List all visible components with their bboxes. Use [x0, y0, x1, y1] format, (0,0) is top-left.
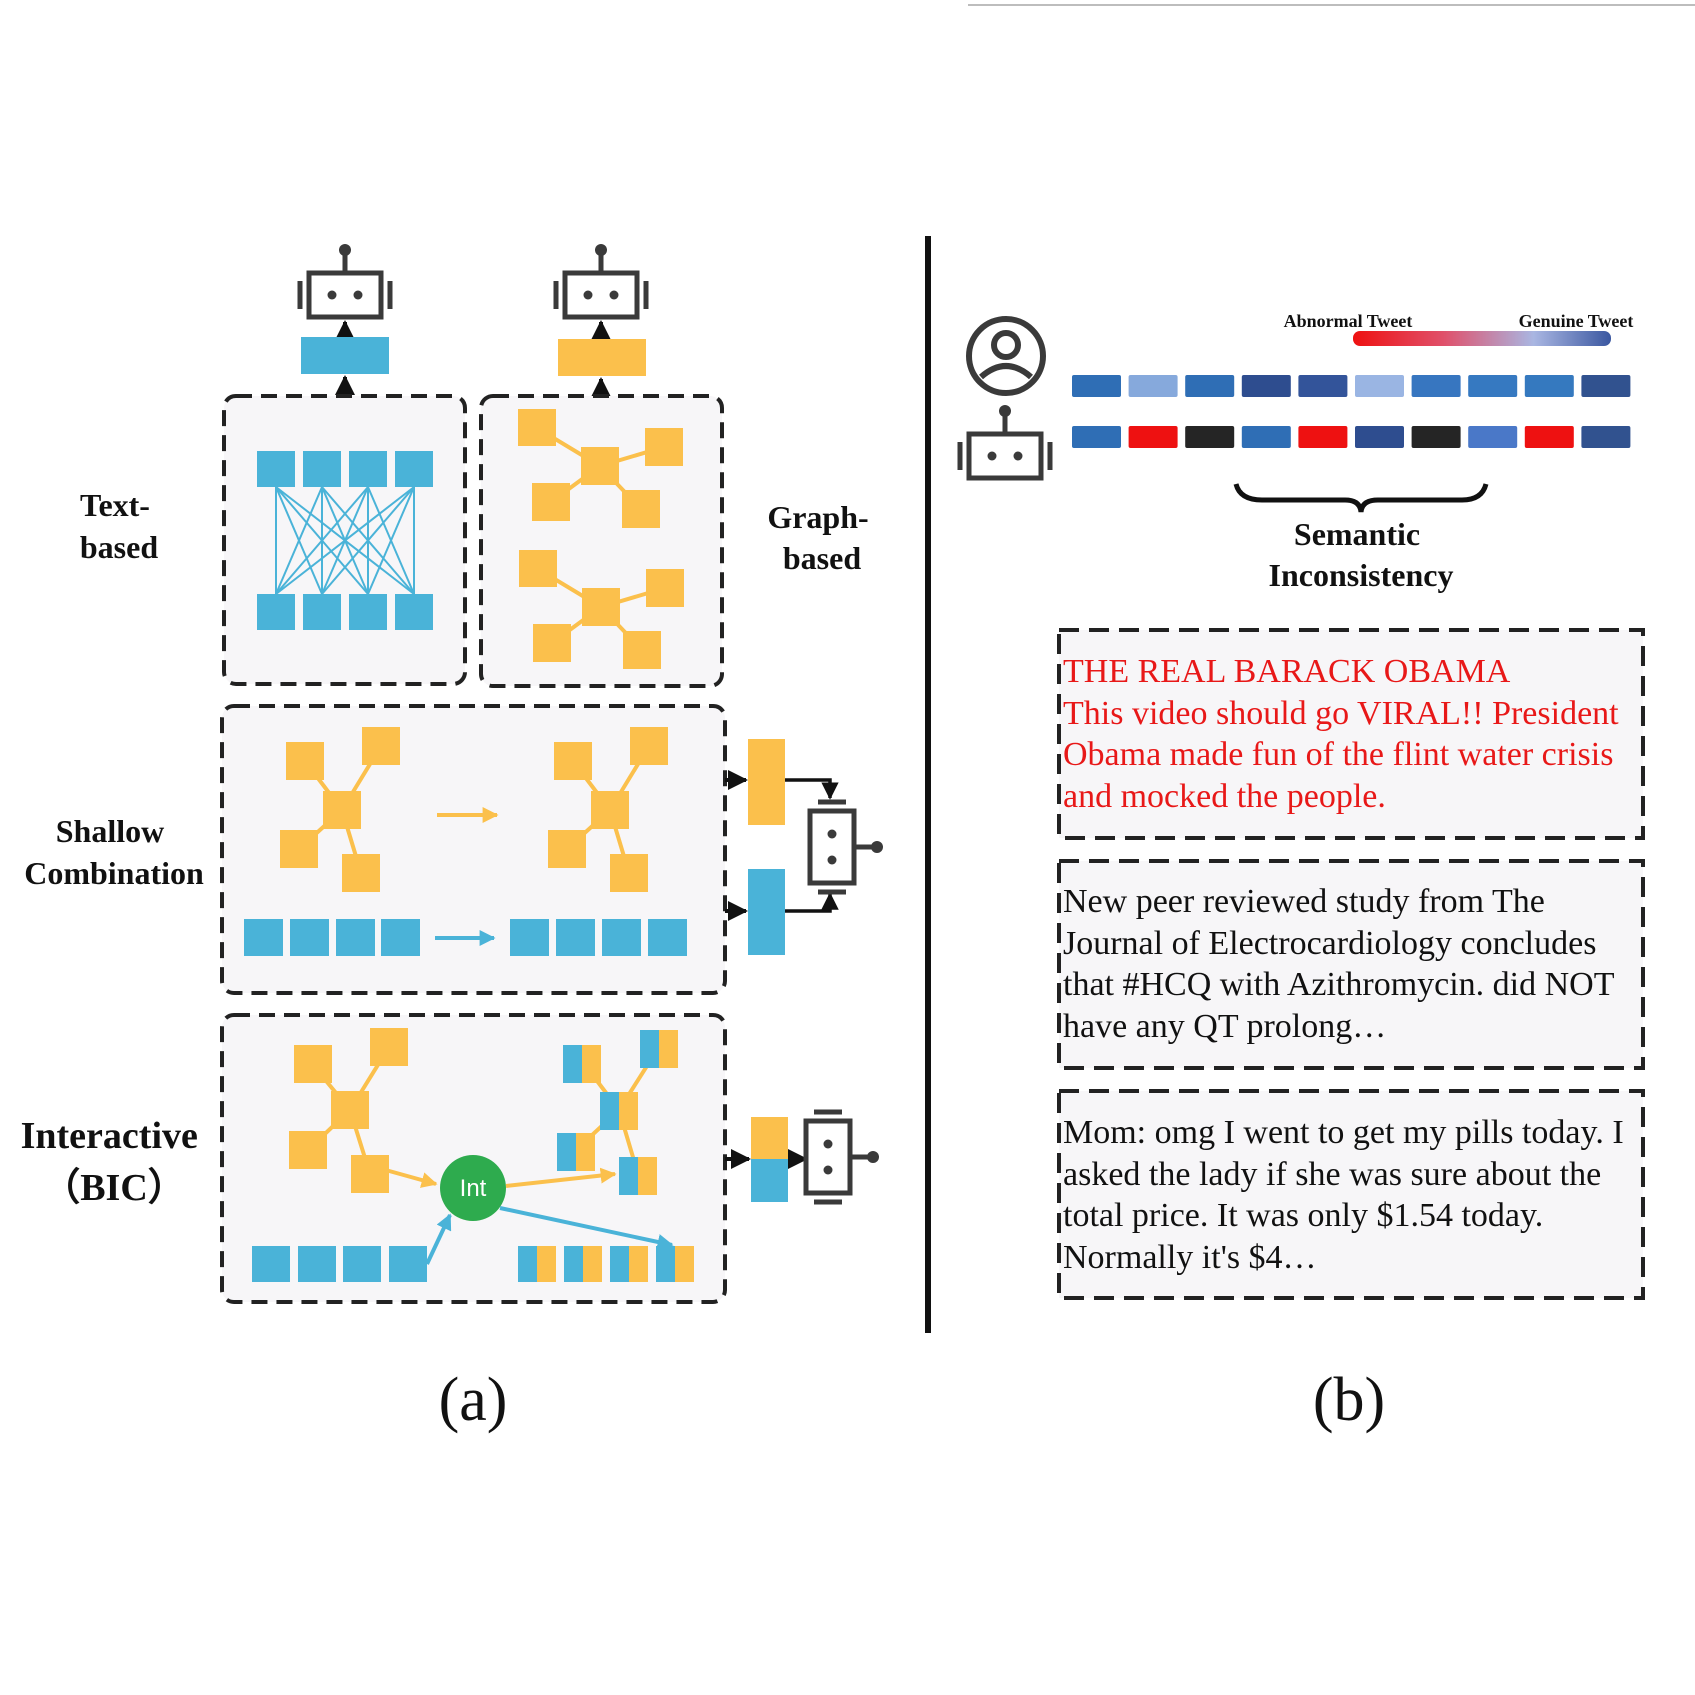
graph-to-int-arrow [381, 1167, 438, 1188]
shallow-combination-label: Shallow Combination [24, 813, 204, 891]
tweet-cell [1298, 375, 1348, 397]
text-token [349, 451, 387, 487]
graph-robot-icon [556, 244, 646, 317]
text-token [395, 594, 433, 630]
user-icon [966, 316, 1046, 396]
encoder-edge [367, 486, 415, 595]
tweet-3-text: Mom: omg I went to get my pills today. I… [1063, 1114, 1632, 1276]
tweet-cell [1355, 375, 1404, 397]
encoder-edge [275, 486, 415, 595]
tweet-cell [1411, 375, 1461, 397]
semantic-inconsistency-label: Semantic Inconsistency [1269, 516, 1454, 593]
tweet-box-3 [1057, 1089, 1645, 1300]
panel-b: Abnormal Tweet Genuine Tweet Semantic In… [960, 311, 1645, 1434]
text-token [349, 594, 387, 630]
tweet-cell [1581, 426, 1631, 448]
tweet-cell [1355, 426, 1404, 448]
text-to-int-arrow [425, 1213, 452, 1265]
tweet-cell [1241, 375, 1291, 397]
shallow-graph-left-nodes [280, 727, 400, 892]
shallow-concat-line-top [785, 778, 839, 800]
tweet-cell [1524, 426, 1574, 448]
genuine-tweet-label: Genuine Tweet [1519, 311, 1634, 331]
tweet-box-2 [1057, 859, 1645, 1070]
tweet-1-text: THE REAL BARACK OBAMA This video should … [1063, 653, 1627, 815]
graph-structure-1-nodes [518, 409, 683, 528]
int-to-text-arrow [499, 1206, 674, 1250]
interactive-graph-embedding [751, 1117, 788, 1159]
text-input-tokens [257, 451, 433, 487]
tweet-cell [1072, 426, 1121, 448]
int-node-label: Int [460, 1175, 487, 1202]
shallow-graph-embedding [748, 739, 785, 825]
shallow-text-embedding [748, 869, 785, 955]
interactive-graph-right-nodes [557, 1030, 678, 1195]
interactive-robot-icon [806, 1112, 879, 1202]
caption-a: (a) [439, 1366, 508, 1434]
tweet-cell [1411, 426, 1461, 448]
graph-based-box [479, 394, 724, 688]
caption-b: (b) [1313, 1366, 1385, 1434]
graph-structure-2-nodes [519, 550, 684, 669]
tweet-cell [1581, 375, 1631, 397]
interactive-graph-left-nodes [289, 1028, 408, 1193]
interactive-text-embedding [751, 1159, 788, 1202]
tweet-2-text: New peer reviewed study from The Journal… [1063, 883, 1622, 1045]
panel-a: Text- based Graph- based [21, 244, 883, 1434]
text-token [257, 594, 295, 630]
text-token [257, 451, 295, 487]
tweet-cell [1128, 375, 1178, 397]
encoder-edge [275, 486, 369, 595]
shallow-text-tokens-left [244, 919, 420, 956]
semantic-brace [1233, 483, 1489, 513]
text-token [303, 451, 341, 487]
tweet-cell [1468, 375, 1518, 397]
tweet-cell [1185, 375, 1235, 397]
tweet-cell [1185, 426, 1235, 448]
tweet-cell [1241, 426, 1291, 448]
text-robot-icon [300, 244, 390, 317]
shallow-concat-line-bottom [785, 892, 839, 913]
tweet-cell [1072, 375, 1121, 397]
abnormal-tweet-label: Abnormal Tweet [1284, 311, 1413, 331]
encoder-edge [275, 486, 323, 595]
text-output-tokens [257, 594, 433, 630]
shallow-text-tokens-right [510, 919, 687, 956]
tweet-cell [1468, 426, 1518, 448]
bot-tweet-row [1072, 426, 1631, 448]
tweet-gradient-bar [1353, 331, 1611, 346]
text-based-label: Text- based [80, 487, 158, 565]
shallow-graph-right-nodes [548, 727, 668, 892]
tweet-cell [1128, 426, 1178, 448]
text-encoder-connections [275, 486, 415, 595]
tweet-box-1 [1057, 628, 1645, 840]
int-to-graph-arrow [505, 1167, 617, 1188]
encoder-edge [321, 486, 415, 595]
text-token [395, 451, 433, 487]
human-tweet-row [1072, 375, 1631, 397]
shallow-robot-icon [810, 802, 883, 892]
interactive-label: Interactive （BIC） [21, 1115, 208, 1209]
graph-embedding [558, 339, 646, 376]
text-token [303, 594, 341, 630]
int-node [440, 1155, 506, 1221]
text-embedding [301, 337, 389, 374]
tweet-cell [1524, 375, 1574, 397]
graph-based-label: Graph- based [767, 499, 876, 576]
interactive-text-tokens-right [518, 1246, 694, 1282]
interactive-text-tokens-left [252, 1246, 427, 1282]
bot-icon [960, 405, 1050, 478]
tweet-cell [1298, 426, 1348, 448]
